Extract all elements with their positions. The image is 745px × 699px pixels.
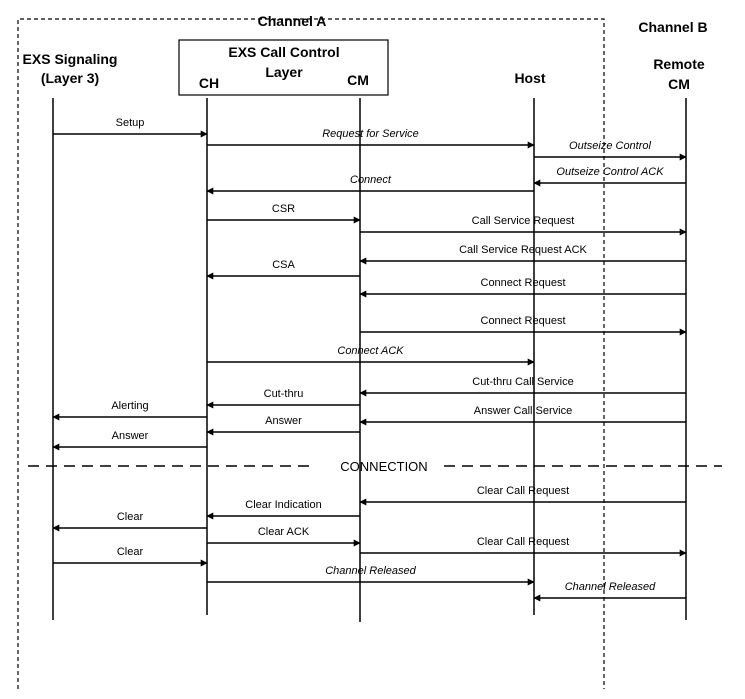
message-label-3: Outseize Control [569, 140, 651, 152]
message-label-22: Clear ACK [258, 526, 310, 538]
message-label-1: Setup [116, 117, 145, 129]
message-label-19: Clear Call Request [477, 485, 569, 497]
message-label-5: Connect [350, 174, 392, 186]
message-label-6: CSR [272, 203, 295, 215]
message-label-10: Connect Request [481, 277, 566, 289]
message-label-7: Call Service Request [472, 215, 575, 227]
message-label-13: Cut-thru Call Service [472, 376, 573, 388]
exs-signaling-header-line2: (Layer 3) [41, 70, 99, 86]
message-label-21: Clear [117, 511, 144, 523]
message-label-26: Channel Released [565, 581, 656, 593]
connection-label: CONNECTION [340, 459, 427, 474]
channel-a-boundary [17, 18, 605, 689]
message-label-12: Connect ACK [337, 345, 404, 357]
message-label-4: Outseize Control ACK [556, 166, 664, 178]
message-label-14: Cut-thru [264, 388, 304, 400]
message-label-23: Clear Call Request [477, 536, 569, 548]
remote-cm-header-line1: Remote [653, 56, 705, 72]
channel-a-label: Channel A [258, 13, 327, 29]
call-control-box-line1: EXS Call Control [228, 44, 339, 60]
channel-b-label: Channel B [638, 19, 707, 35]
message-label-2: Request for Service [322, 128, 419, 140]
message-label-17: Answer [265, 415, 302, 427]
remote-cm-header-line2: CM [668, 76, 690, 92]
message-label-20: Clear Indication [245, 499, 321, 511]
call-control-layer-box [178, 39, 389, 96]
message-label-8: Call Service Request ACK [459, 244, 587, 256]
message-label-25: Channel Released [325, 565, 416, 577]
message-label-15: Alerting [111, 400, 148, 412]
host-header: Host [514, 70, 545, 86]
message-label-24: Clear [117, 546, 144, 558]
message-label-11: Connect Request [481, 315, 566, 327]
message-label-16: Answer Call Service [474, 405, 572, 417]
exs-signaling-header-line1: EXS Signaling [23, 51, 118, 67]
call-control-box-line2: Layer [265, 64, 303, 80]
cm-header: CM [347, 72, 369, 88]
message-label-18: Answer [112, 430, 149, 442]
ch-header: CH [199, 75, 219, 91]
message-label-9: CSA [272, 259, 295, 271]
